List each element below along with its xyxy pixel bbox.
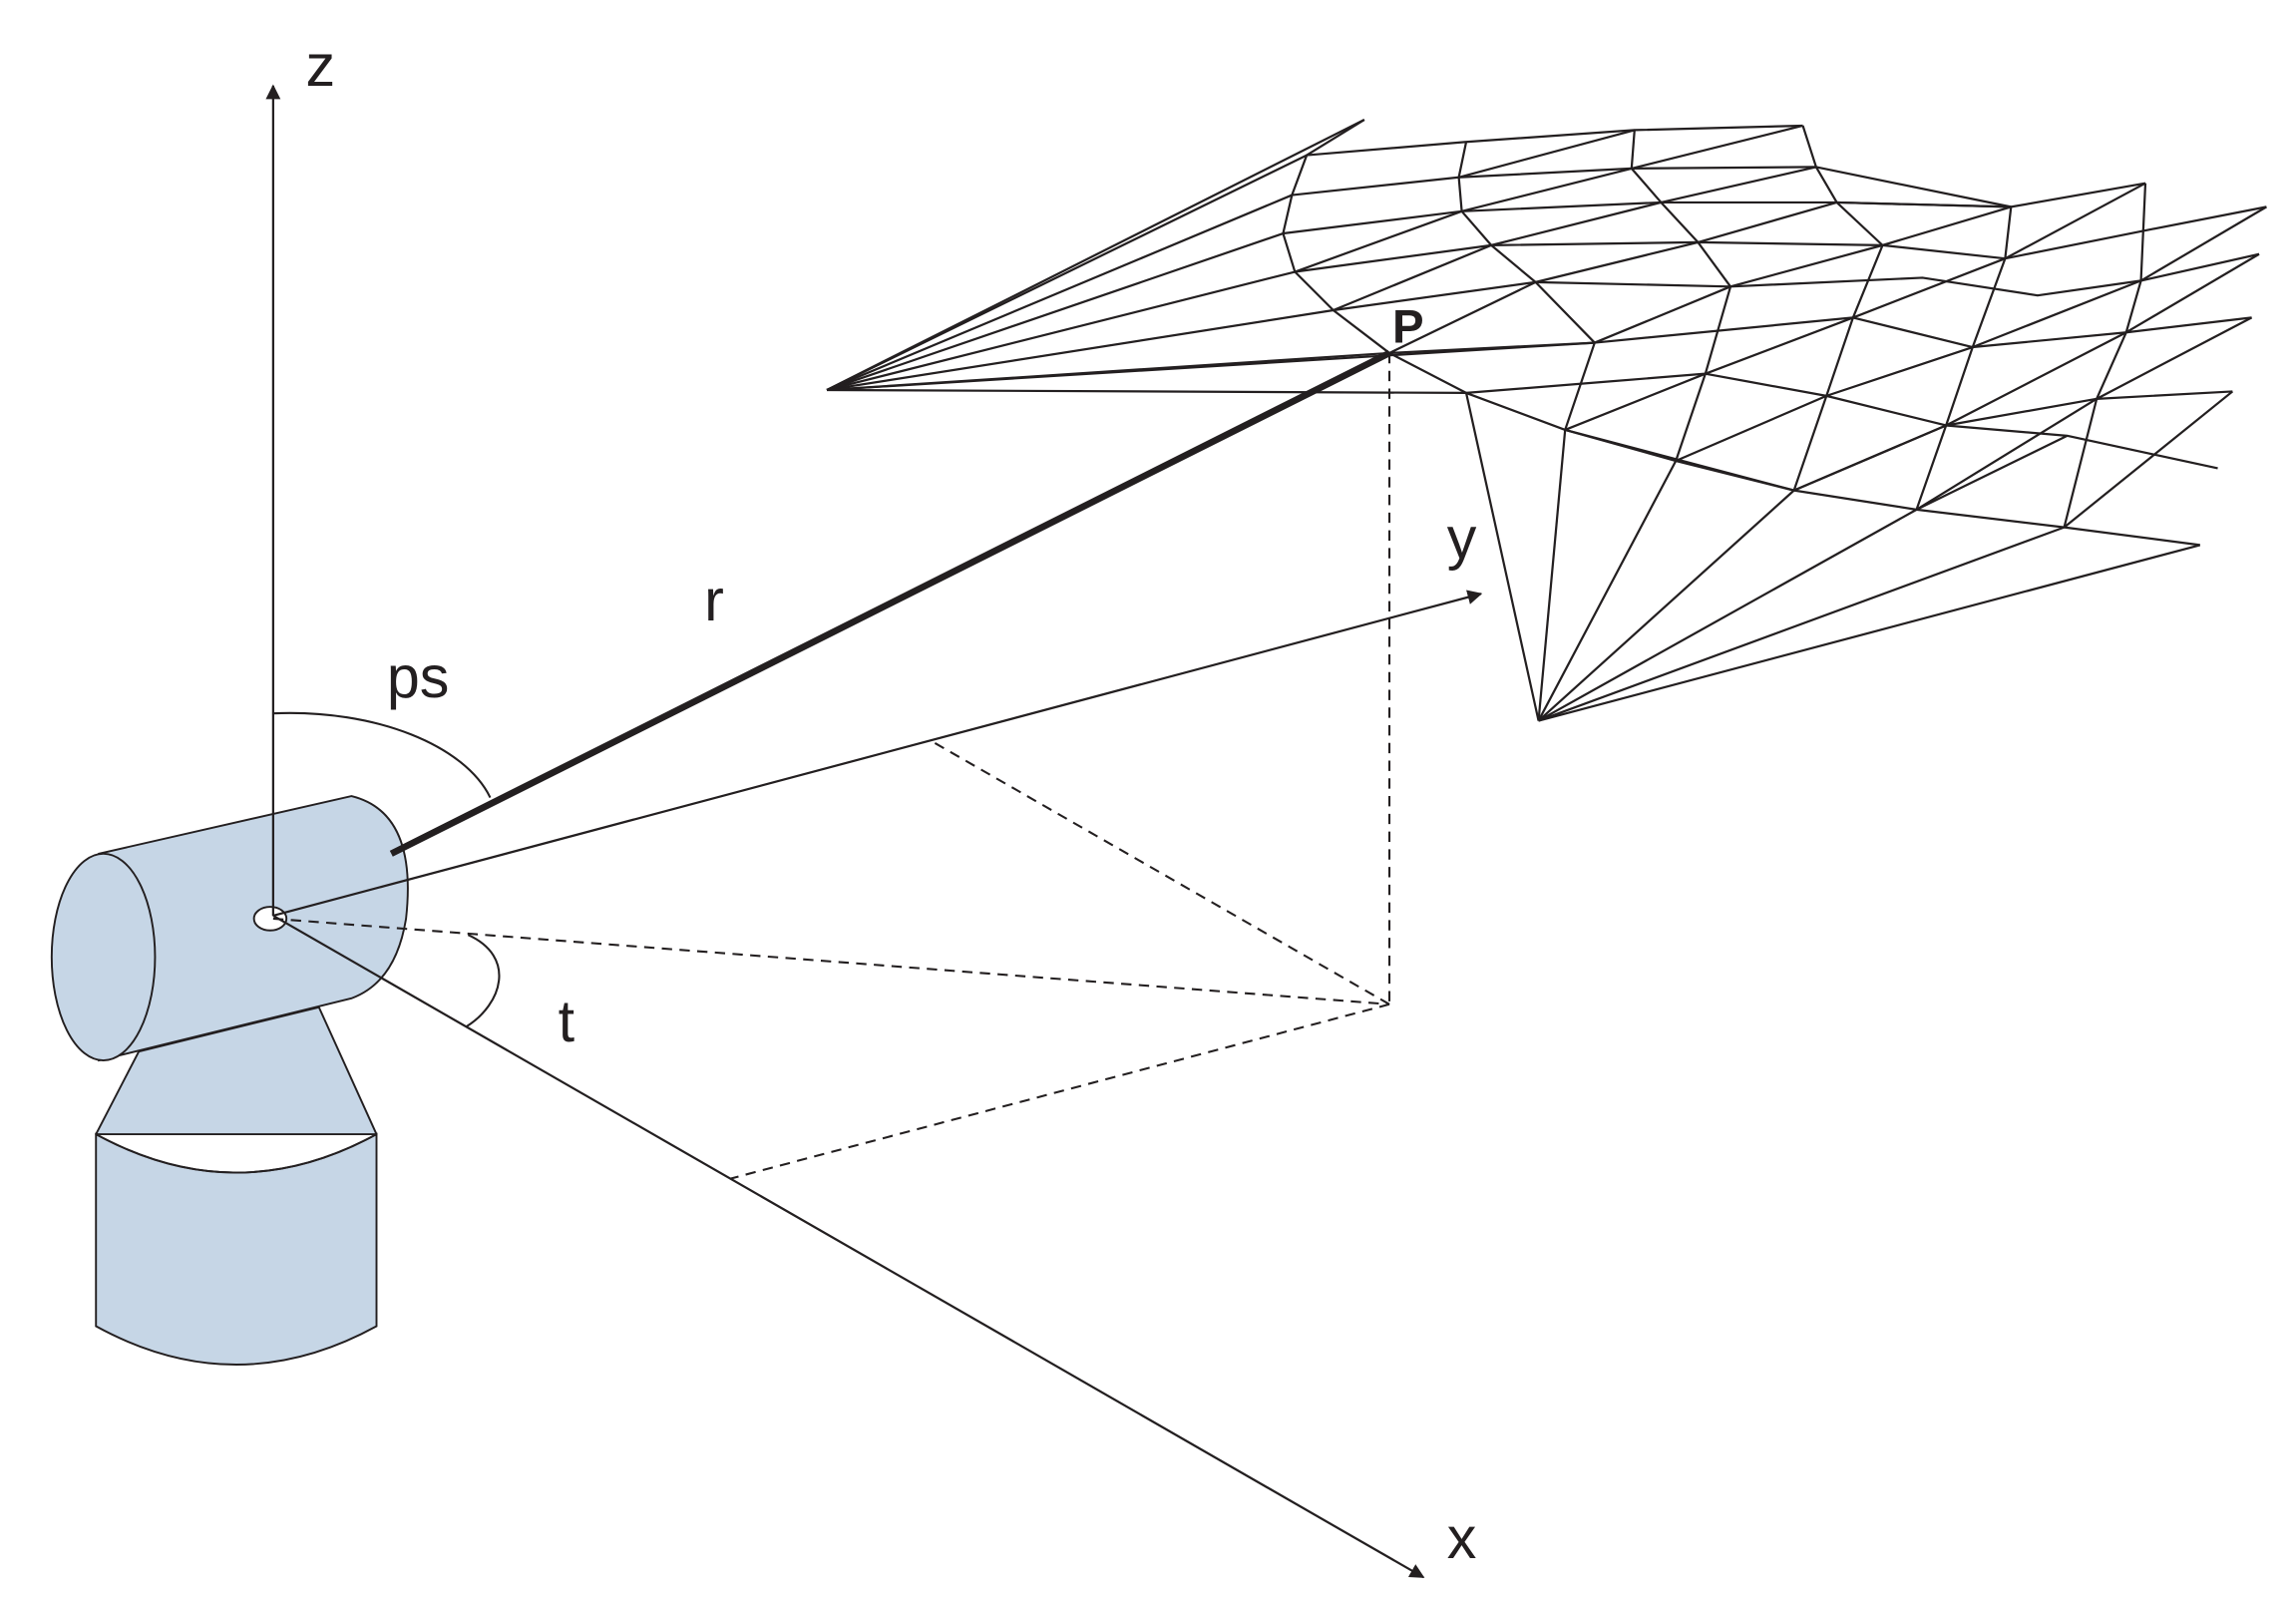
- projection-to-y: [934, 741, 1390, 1005]
- range-label-r: r: [704, 567, 724, 633]
- scanner-optical-center: [252, 906, 288, 932]
- angle-arcs: [272, 711, 501, 1027]
- surface-mesh: [826, 119, 2267, 722]
- angle-label-ps: ps: [387, 643, 450, 710]
- y-axis: [272, 590, 1483, 918]
- angle-arc-t: [466, 934, 501, 1027]
- z-axis-label: z: [305, 32, 335, 99]
- scanner-head: [98, 795, 409, 1062]
- x-axis: [272, 915, 1425, 1579]
- scanner-base: [95, 1132, 378, 1366]
- scanner-head-end: [50, 852, 157, 1062]
- projection-ground: [272, 917, 1390, 1005]
- point-label-p: P: [1392, 301, 1424, 354]
- projection-to-x: [730, 1002, 1390, 1180]
- mesh-bottom-fan: [1464, 392, 2201, 722]
- mesh-left-boundary: [1282, 119, 1467, 394]
- angle-arc-ps: [272, 711, 492, 798]
- y-axis-label: y: [1447, 505, 1477, 572]
- projection-lines: [272, 352, 1391, 1180]
- x-axis-label: x: [1447, 1504, 1477, 1571]
- mesh-left-fan: [826, 119, 1595, 395]
- axes: [265, 84, 1483, 1579]
- range-line-r: [389, 349, 1391, 857]
- mesh-diagonals: [1294, 124, 2267, 529]
- laser-scanner-icon: [50, 795, 409, 1366]
- labels: z y x r ps t P: [305, 32, 1476, 1571]
- mesh-bottom-boundary: [1465, 391, 2200, 547]
- scanner-base-top: [95, 1133, 377, 1174]
- mesh-rows: [1283, 124, 2267, 511]
- angle-label-t: t: [559, 988, 575, 1054]
